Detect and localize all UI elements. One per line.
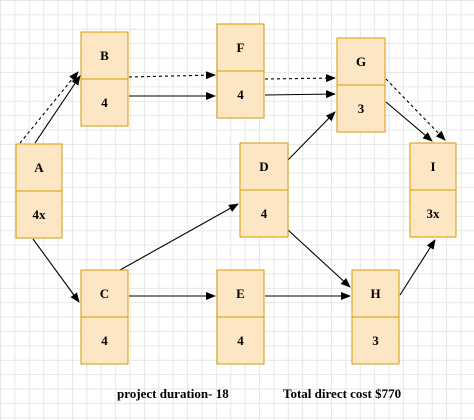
node-c-value: 4 [101,333,108,348]
node-d-value-cell [239,189,289,238]
node-f-label: F [237,40,245,55]
total-direct-cost-label: Total direct cost $770 [283,386,402,401]
node-h-value-cell [351,316,400,365]
node-d-value: 4 [261,206,268,221]
edge-g-i [385,101,433,142]
node-e-label: E [236,286,245,301]
node-b-value-cell [80,78,129,127]
node-c: C4 [80,269,129,365]
node-a-value-cell [15,190,63,239]
node-e-value-cell [216,316,265,365]
edge-h-i [399,239,436,296]
node-g-label: G [356,54,366,69]
edge-a-c [32,238,80,303]
node-c-value-cell [80,316,129,365]
edge-f-g [264,90,336,99]
node-a-label-cell [15,143,63,192]
node-i-value: 3x [427,206,441,221]
edge-a-b-dashed [19,71,79,144]
edge-d-g [287,111,336,161]
node-h-label: H [370,286,380,301]
node-d-label: D [259,159,268,174]
node-f-value: 4 [237,87,244,102]
node-f-label-cell [216,23,265,72]
node-e-value: 4 [237,333,244,348]
node-c-label: C [100,286,109,301]
edge-d-h [287,229,351,288]
edge-a-b [34,75,81,144]
node-b-value: 4 [101,95,108,110]
node-h-value: 3 [372,333,379,348]
node-g-value-cell [336,84,386,133]
node-c-label-cell [80,269,129,318]
node-a: A 4x [15,143,63,239]
node-g-value: 3 [358,101,365,116]
node-i-value-cell [409,189,457,238]
node-b-label: B [100,48,109,63]
project-duration-label: project duration- 18 [117,386,229,401]
edge-f-g-dashed [264,74,336,83]
node-d-label-cell [239,142,289,191]
node-d: D4 [239,142,289,238]
edge-g-i-dashed [385,78,446,141]
node-e: E4 [216,269,265,365]
node-b: B4 [80,31,129,127]
node-i-label-cell [409,142,457,191]
node-i-label: I [430,159,435,174]
node-h-label-cell [351,269,400,318]
node-e-label-cell [216,269,265,318]
node-g: G3 [336,37,386,133]
node-f-value-cell [216,70,265,119]
node-h: H3 [351,269,400,365]
node-a-label: A [34,160,44,175]
node-f: F4 [216,23,265,119]
edge-c-d [119,203,239,271]
node-a-value: 4x [33,207,47,222]
node-i: I 3x [409,142,457,238]
edge-b-f-dashed [128,71,216,80]
